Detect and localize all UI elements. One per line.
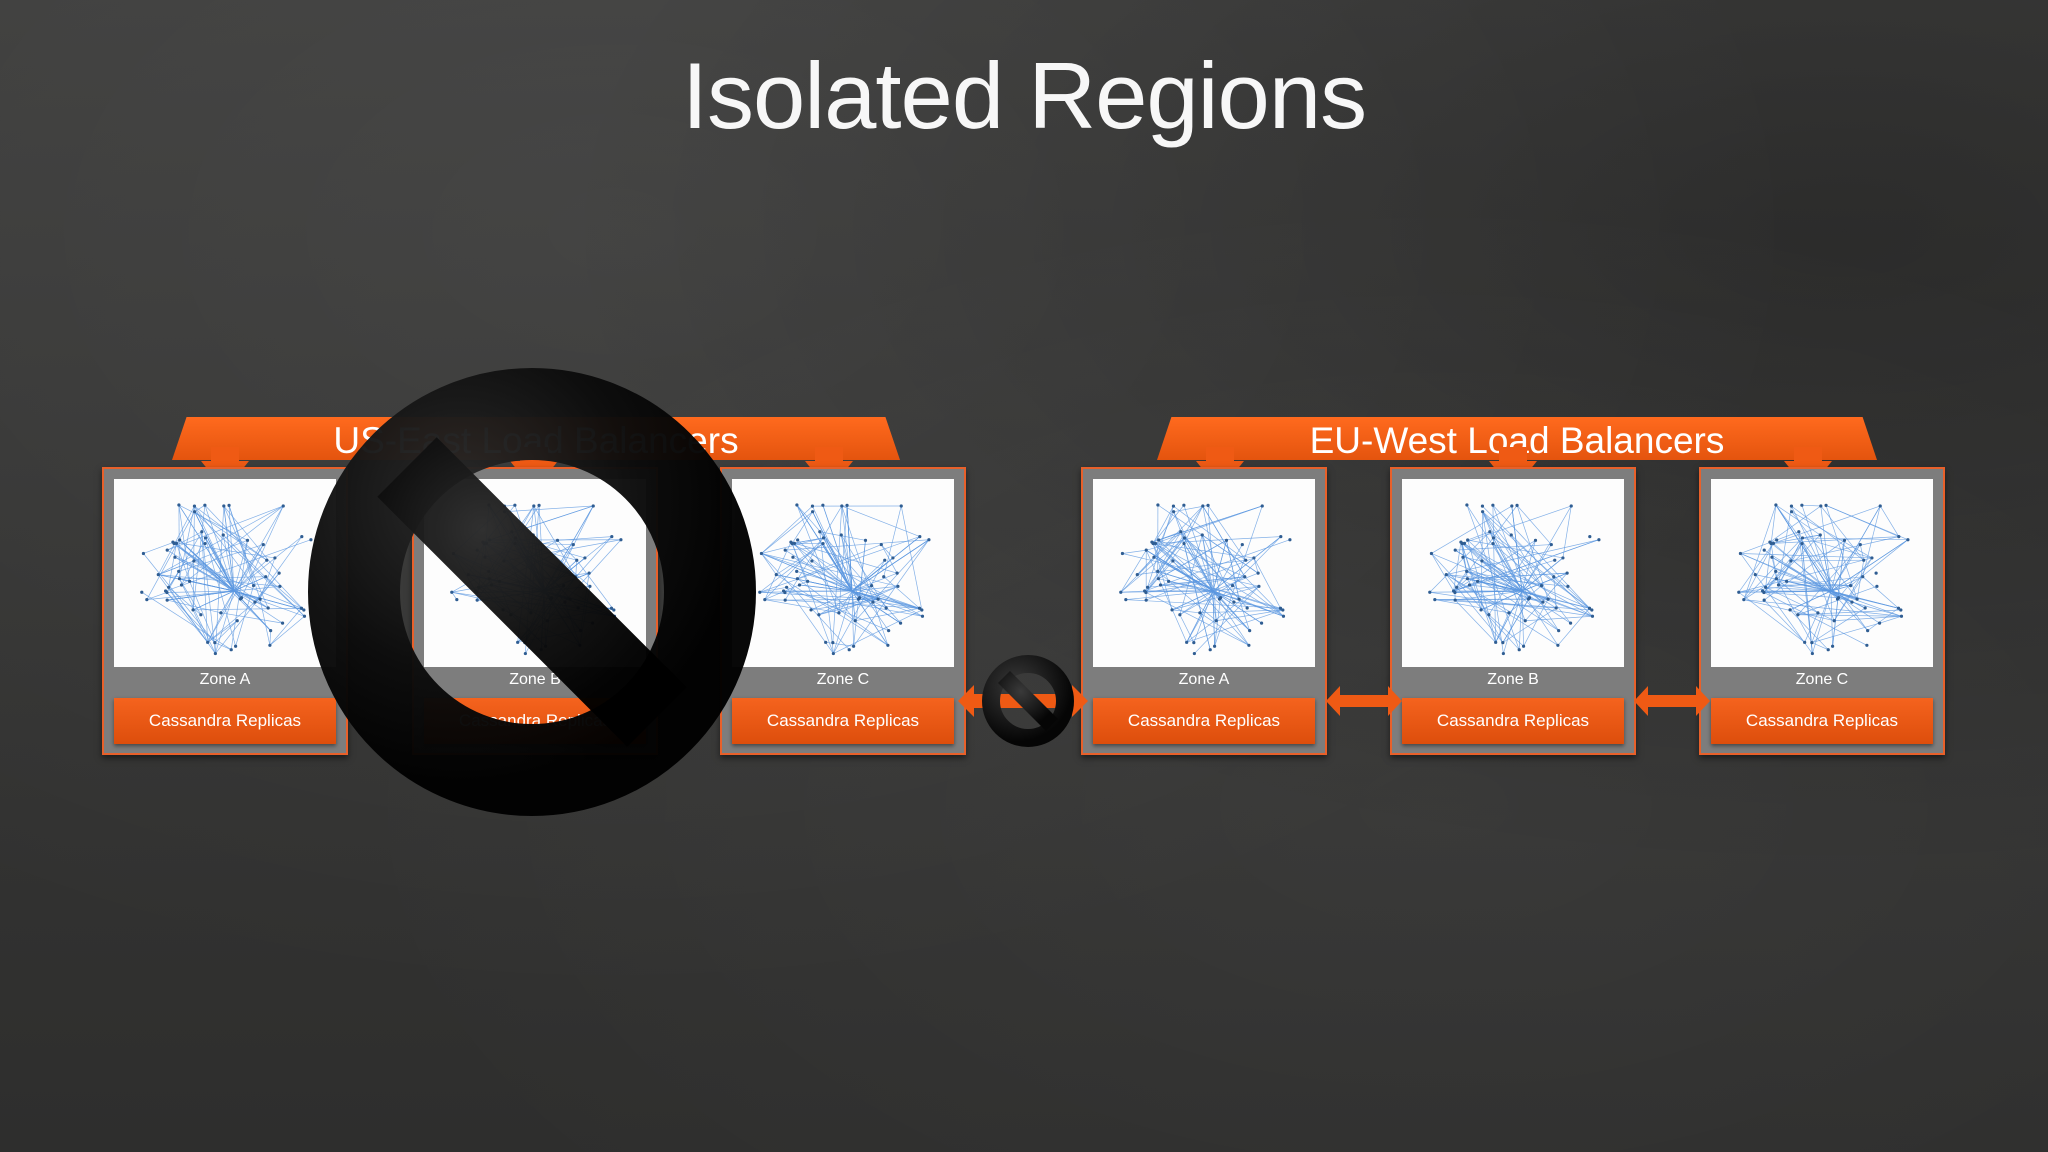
network-graph-icon [114, 479, 336, 667]
network-graph-icon [1711, 479, 1933, 667]
eu-zone-a: Zone A Cassandra Replicas [1081, 467, 1327, 755]
network-graph-icon [1402, 479, 1624, 667]
eu-load-balancer-banner: EU-West Load Balancers [1157, 417, 1877, 460]
zone-label: Zone B [1487, 671, 1539, 688]
eu-link-arrow-b-c [1634, 686, 1710, 716]
cassandra-replicas-button[interactable]: Cassandra Replicas [1711, 698, 1933, 744]
slide-title: Isolated Regions [681, 43, 1367, 148]
network-graph-icon [1093, 479, 1315, 667]
zone-label: Zone B [509, 671, 561, 688]
cassandra-replicas-button[interactable]: Cassandra Replicas [1093, 698, 1315, 744]
eu-link-arrow-a-b [1326, 686, 1402, 716]
eu-zone-b: Zone B Cassandra Replicas [1390, 467, 1636, 755]
zone-label: Zone C [816, 671, 870, 688]
us-zone-a: Zone A Cassandra Replicas [102, 467, 348, 755]
network-graph-icon [732, 479, 954, 667]
cassandra-replicas-button[interactable]: Cassandra Replicas [114, 698, 336, 744]
zone-label: Zone A [1178, 671, 1230, 688]
eu-zone-c: Zone C Cassandra Replicas [1699, 467, 1945, 755]
cassandra-replicas-button[interactable]: Cassandra Replicas [732, 698, 954, 744]
no-entry-icon [308, 368, 756, 816]
cassandra-replicas-button[interactable]: Cassandra Replicas [1402, 698, 1624, 744]
no-entry-small-icon [982, 655, 1074, 747]
us-zone-c: Zone C Cassandra Replicas [720, 467, 966, 755]
zone-label: Zone C [1795, 671, 1849, 688]
zone-label: Zone A [199, 671, 251, 688]
